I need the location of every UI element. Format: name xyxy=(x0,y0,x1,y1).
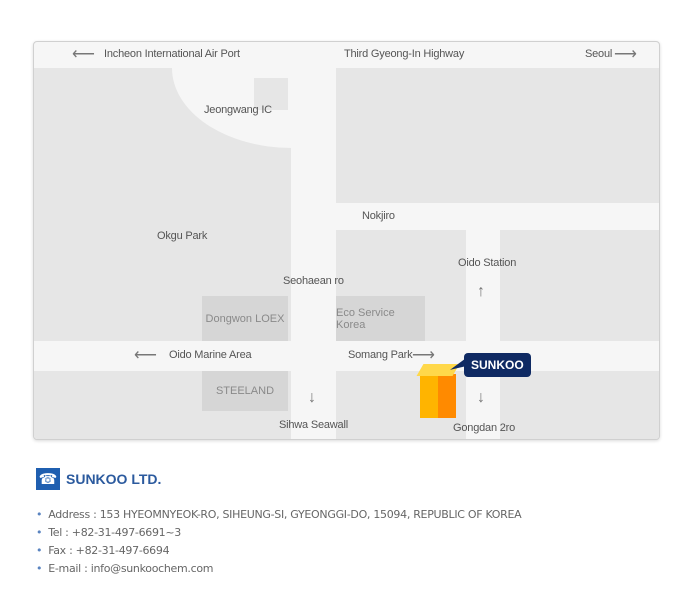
label-okgu: Okgu Park xyxy=(157,230,208,242)
tel: Tel : +82-31-497-6691~3 xyxy=(36,526,521,544)
building-dongwon: Dongwon LOEX xyxy=(202,296,288,341)
block-ne xyxy=(336,68,659,203)
address: Address : 153 HYEOMNYEOK-RO, SIHEUNG-SI,… xyxy=(36,508,521,526)
block-se xyxy=(500,371,659,439)
label-somang: Somang Park xyxy=(348,349,413,361)
label-oido-station: Oido Station xyxy=(458,257,517,269)
label-seohaean: Seohaean ro xyxy=(283,275,344,287)
email: E-mail : info@sunkoochem.com xyxy=(36,562,521,580)
sunkoo-marker: SUNKOO xyxy=(464,353,531,377)
building-steeland: STEELAND xyxy=(202,371,288,411)
location-map: Dongwon LOEX Eco Service Korea STEELAND … xyxy=(33,41,660,440)
company-name: SUNKOO LTD. xyxy=(66,471,162,487)
fax: Fax : +82-31-497-6694 xyxy=(36,544,521,562)
label-nokjiro: Nokjiro xyxy=(362,210,395,222)
arrow-right-icon: ⟶ xyxy=(614,46,637,63)
company-info: ☎ SUNKOO LTD. Address : 153 HYEOMNYEOK-RO… xyxy=(36,468,522,580)
label-airport: Incheon International Air Port xyxy=(104,48,240,60)
arrow-down-icon: ↓ xyxy=(308,389,316,406)
arrow-left-icon: ⟵ xyxy=(72,46,95,63)
label-ic: Jeongwang IC xyxy=(204,104,272,116)
arrow-right-icon: ⟶ xyxy=(412,347,435,364)
label-oido-marine: Oido Marine Area xyxy=(169,349,252,361)
building-eco: Eco Service Korea xyxy=(336,296,425,341)
label-highway: Third Gyeong-In Highway xyxy=(344,48,465,60)
ic-island xyxy=(254,78,288,110)
label-sihwa: Sihwa Seawall xyxy=(279,419,348,431)
label-seoul: Seoul xyxy=(585,48,613,60)
label-gongdan: Gongdan 2ro xyxy=(453,422,516,434)
phone-icon: ☎ xyxy=(36,468,60,490)
arrow-down-icon: ↓ xyxy=(477,389,485,406)
arrow-up-icon: ↑ xyxy=(477,283,485,300)
building-icon xyxy=(420,374,456,418)
arrow-left-icon: ⟵ xyxy=(134,347,157,364)
block-e xyxy=(500,230,659,341)
